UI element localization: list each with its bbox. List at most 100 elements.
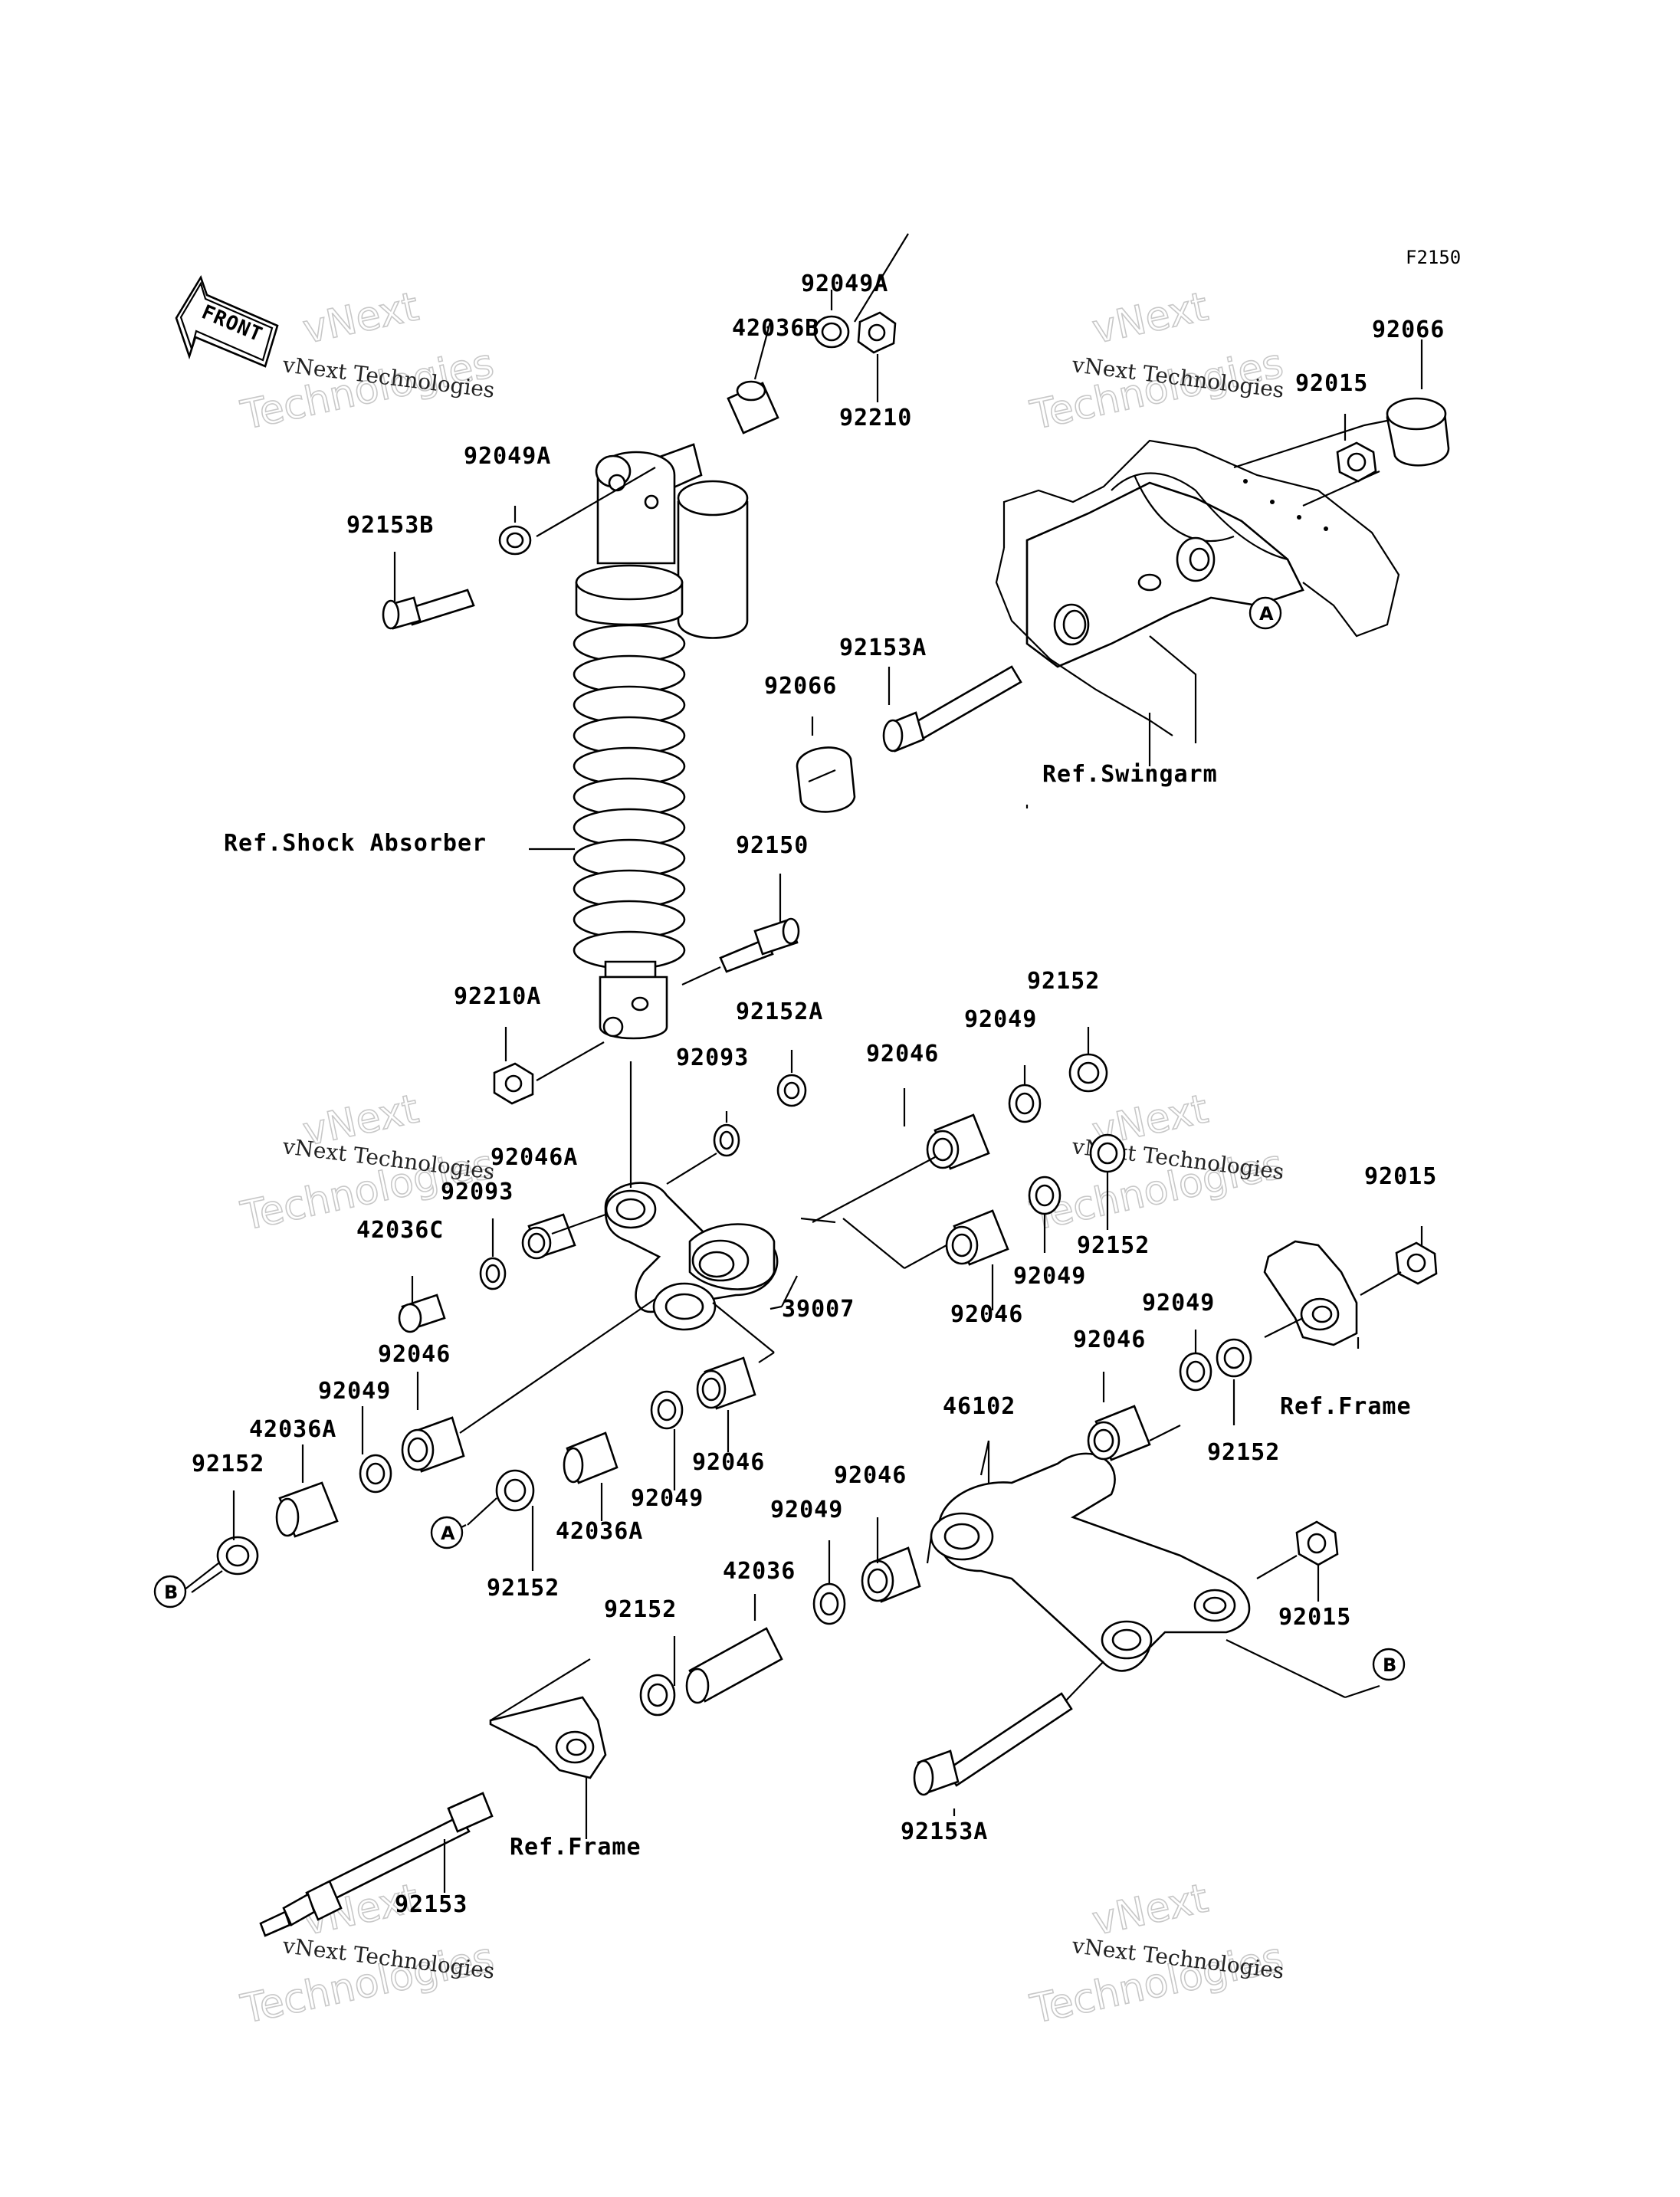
part-label: 92049A [801, 271, 888, 297]
part-42036B-shape [727, 380, 779, 434]
ref-frame-bottom-label: Ref.Frame [510, 1834, 641, 1861]
part-label: 92152 [604, 1596, 677, 1623]
part-label: 92046 [866, 1041, 939, 1067]
part-92046-upper-right-shape [926, 1113, 990, 1170]
part-92046-left-shape [401, 1416, 465, 1473]
part-label: 92066 [764, 673, 837, 700]
part-label: 92049 [631, 1485, 704, 1512]
watermark-top-left: vNext Technologies vNext Technologies [236, 284, 498, 440]
part-label: 92153 [395, 1891, 468, 1918]
part-label: 92046 [1073, 1326, 1146, 1353]
ref-shock-absorber-label: Ref.Shock Absorber [224, 830, 487, 857]
part-label: 92093 [441, 1179, 514, 1205]
part-label: 92015 [1278, 1604, 1351, 1631]
part-42036A-left-shape [275, 1481, 339, 1538]
diagram-code: F2150 [1406, 247, 1461, 268]
part-label: 42036A [249, 1416, 336, 1443]
part-42036-lower-shape [685, 1627, 783, 1704]
part-92049-center-shape [650, 1390, 684, 1430]
part-92152-lower-shape [639, 1674, 676, 1717]
rocker-arm-drawing [604, 1182, 779, 1331]
ref-frame-right-label: Ref.Frame [1280, 1393, 1412, 1420]
part-92046-lower-shape [861, 1546, 921, 1603]
part-92049A-left-shape [498, 525, 532, 556]
part-label: 92049A [464, 443, 551, 470]
part-label: 92153A [901, 1818, 988, 1845]
part-label: 42036A [556, 1518, 643, 1545]
part-92049-upper-right-shape [1008, 1084, 1042, 1123]
part-label: 92046A [491, 1144, 578, 1171]
watermark-top-right: vNext Technologies vNext Technologies [1025, 284, 1288, 440]
part-92066-top-shape [1386, 397, 1450, 467]
svg-text:B: B [164, 1582, 178, 1603]
bolt-92153-drawing [259, 1792, 494, 1937]
part-label: 42036B [732, 315, 819, 342]
part-92049-right-shape [1179, 1352, 1212, 1392]
part-label: 92049 [770, 1497, 843, 1523]
part-42036C-shape [398, 1294, 446, 1333]
part-92152A-shape [776, 1074, 807, 1107]
part-label: 92015 [1295, 370, 1368, 397]
part-label: 39007 [782, 1296, 855, 1323]
part-92015-top-shape [1336, 441, 1377, 483]
part-label: 92153B [346, 512, 434, 539]
callout-b-left: B [153, 1575, 187, 1608]
part-92152-upper-right-shape [1068, 1053, 1108, 1093]
part-92049-lower-shape [812, 1582, 846, 1625]
part-92015-lower-shape [1295, 1520, 1339, 1566]
leader-lines [183, 233, 1423, 1893]
part-label: 92066 [1372, 316, 1445, 343]
tie-rod-drawing [930, 1452, 1251, 1672]
part-label: 92046 [834, 1462, 907, 1489]
part-label: 92046 [378, 1341, 451, 1368]
part-92093-lower-shape [479, 1257, 507, 1290]
bolt-92150-drawing [719, 917, 800, 973]
svg-text:A: A [441, 1523, 455, 1544]
part-label: 92046 [692, 1449, 765, 1476]
part-label: 92150 [736, 832, 809, 859]
svg-text:vNext: vNext [1088, 284, 1212, 353]
part-label: 46102 [943, 1393, 1016, 1420]
bolt-92153B-drawing [382, 589, 475, 630]
part-label: 92015 [1364, 1163, 1437, 1190]
part-label: 92152 [192, 1451, 264, 1477]
front-arrow-icon: FRONT [175, 274, 279, 368]
part-92152-mid-right-shape [1089, 1133, 1126, 1173]
part-label: 92046 [950, 1301, 1023, 1328]
part-92049A-top-shape [813, 315, 850, 349]
part-92049-mid-right-shape [1028, 1176, 1061, 1215]
part-92046A-shape [521, 1213, 576, 1260]
part-42036A-center-shape [563, 1431, 619, 1484]
part-label: 92152 [1207, 1439, 1280, 1466]
part-92210A-shape [493, 1062, 534, 1105]
svg-text:B: B [1383, 1654, 1396, 1676]
part-label: 92153A [839, 635, 927, 661]
callout-a-top: A [1249, 596, 1282, 630]
part-label: 92152 [487, 1575, 559, 1602]
part-label: 92210 [839, 405, 912, 431]
svg-text:vNext: vNext [299, 284, 422, 353]
svg-text:vNext: vNext [1088, 1875, 1212, 1944]
part-92210-shape [857, 311, 897, 354]
swingarm-drawing [995, 416, 1403, 755]
bolt-92153A-top-drawing [882, 665, 1022, 753]
shock-spring [573, 624, 686, 970]
callout-a-left: A [430, 1516, 464, 1549]
part-92152-right-shape [1216, 1338, 1252, 1378]
part-label: 92049 [318, 1378, 391, 1405]
part-label: 92152 [1077, 1232, 1150, 1259]
part-label: 92210A [454, 983, 541, 1010]
part-label: 42036C [356, 1217, 444, 1244]
callout-b-right: B [1372, 1648, 1406, 1681]
svg-text:A: A [1259, 603, 1274, 625]
part-92093-upper-shape [713, 1123, 740, 1157]
part-92046-center-shape [696, 1356, 756, 1410]
frame-bracket-right-drawing [1263, 1240, 1360, 1349]
part-label: 92093 [676, 1044, 749, 1071]
part-92049-left-shape [359, 1454, 392, 1494]
watermark-bottom-right: vNext Technologies vNext Technologies [1025, 1875, 1288, 2034]
part-labels: 92049A 42036B 92210 92049A 92153B 92066 … [192, 271, 1445, 1918]
part-label: 92049 [1013, 1263, 1086, 1290]
ref-swingarm-label: Ref.Swingarm [1042, 761, 1218, 788]
